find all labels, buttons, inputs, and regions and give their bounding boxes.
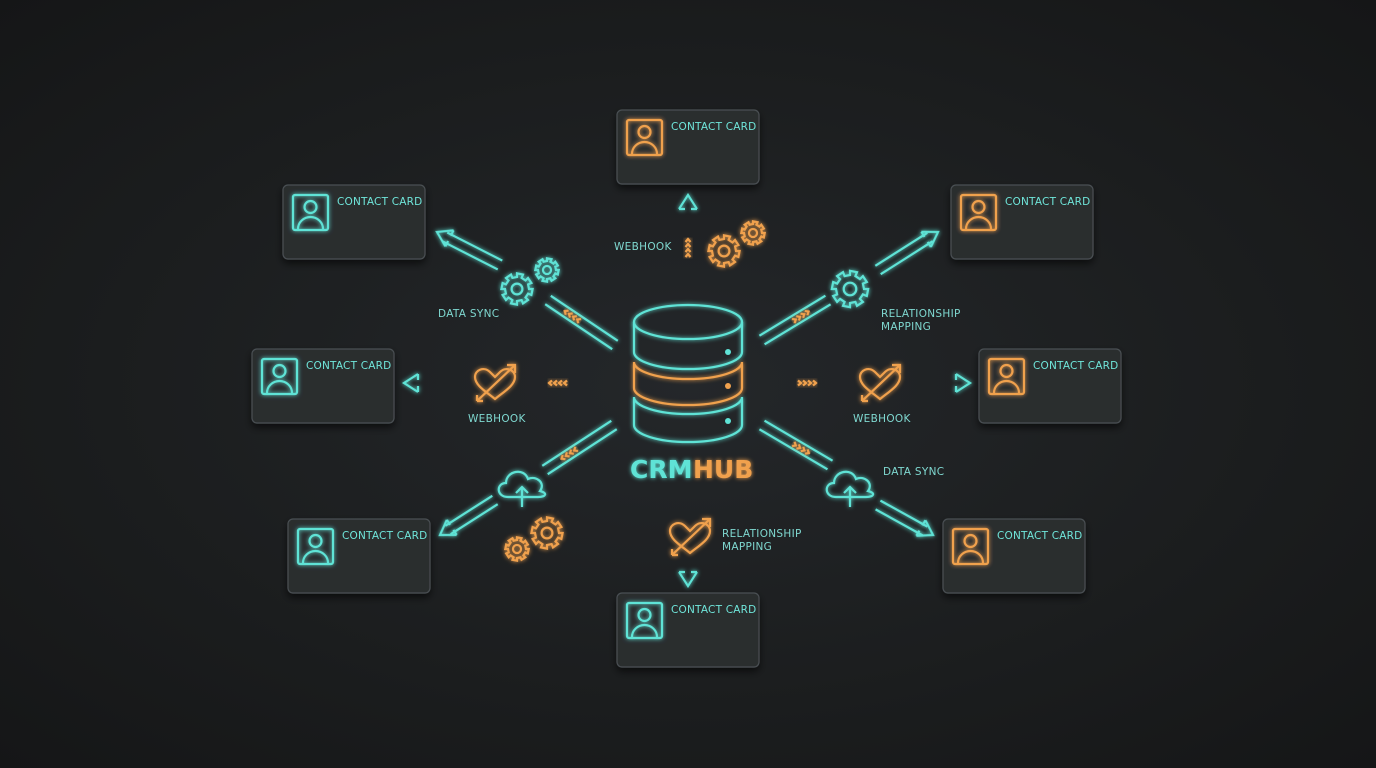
contact-card-mid-left[interactable]: CONTACT CARD <box>251 348 395 424</box>
contact-card-upper-left[interactable]: CONTACT CARD <box>282 184 426 260</box>
label-mapping-bottom: MAPPING <box>722 541 772 553</box>
label-relationship-upper-right: RELATIONSHIP <box>881 308 961 320</box>
gear-icon <box>830 269 870 309</box>
user-avatar-icon <box>987 357 1026 396</box>
connector-mid-left <box>401 373 614 393</box>
heart-arrow-icon <box>668 517 712 557</box>
hub-title-hub: HUB <box>693 455 753 484</box>
arrowhead-icon <box>678 192 698 211</box>
gear-icon <box>739 219 767 247</box>
gear-icon <box>707 234 741 268</box>
heart-arrow-icon <box>473 363 517 403</box>
card-title: CONTACT CARD <box>997 530 1082 542</box>
connector-lower-right <box>758 419 935 537</box>
arrowhead-icon <box>920 230 940 248</box>
heart-arrow-icon <box>858 363 902 403</box>
cloud-upload-icon <box>497 470 547 507</box>
label-webhook-mid-left: WEBHOOK <box>468 413 526 425</box>
gear-icon <box>533 256 561 284</box>
card-title: CONTACT CARD <box>306 360 391 372</box>
contact-card-mid-right[interactable]: CONTACT CARD <box>978 348 1122 424</box>
label-webhook-top: WEBHOOK <box>614 241 672 253</box>
label-webhook-mid-right: WEBHOOK <box>853 413 911 425</box>
card-title: CONTACT CARD <box>1033 360 1118 372</box>
connector-lower-left <box>438 419 618 537</box>
connector-upper-right <box>758 230 940 346</box>
gear-icon <box>503 535 531 563</box>
contact-card-lower-left[interactable]: CONTACT CARD <box>287 518 431 594</box>
user-avatar-icon <box>291 193 330 232</box>
card-title: CONTACT CARD <box>1005 196 1090 208</box>
cloud-upload-icon <box>825 470 875 507</box>
connector-upper-left <box>435 229 619 351</box>
connector-top <box>678 192 698 290</box>
user-avatar-icon <box>625 118 664 157</box>
user-avatar-icon <box>296 527 335 566</box>
arrowhead-icon <box>915 519 935 537</box>
hub-title-crm: CRM <box>630 455 692 484</box>
contact-card-upper-right[interactable]: CONTACT CARD <box>950 184 1094 260</box>
user-avatar-icon <box>951 527 990 566</box>
arrowhead-icon <box>435 229 455 247</box>
label-mapping-upper-right: MAPPING <box>881 321 931 333</box>
card-title: CONTACT CARD <box>342 530 427 542</box>
card-title: CONTACT CARD <box>337 196 422 208</box>
connector-mid-right <box>762 373 973 393</box>
connector-bottom <box>678 490 698 589</box>
gear-icon <box>530 516 564 550</box>
arrowhead-icon <box>438 519 458 537</box>
user-avatar-icon <box>260 357 299 396</box>
user-avatar-icon <box>625 601 664 640</box>
arrowhead-icon <box>678 570 698 589</box>
user-avatar-icon <box>959 193 998 232</box>
contact-card-lower-right[interactable]: CONTACT CARD <box>942 518 1086 594</box>
label-data-sync-lower-right: DATA SYNC <box>883 466 944 478</box>
label-data-sync-upper-left: DATA SYNC <box>438 308 499 320</box>
label-relationship-bottom: RELATIONSHIP <box>722 528 802 540</box>
gear-icon <box>500 272 534 306</box>
contact-card-bottom[interactable]: CONTACT CARD <box>616 592 760 668</box>
database-icon <box>632 303 744 444</box>
arrowhead-icon <box>954 373 973 393</box>
card-title: CONTACT CARD <box>671 604 756 616</box>
contact-card-top[interactable]: CONTACT CARD <box>616 109 760 185</box>
card-title: CONTACT CARD <box>671 121 756 133</box>
arrowhead-icon <box>401 373 420 393</box>
